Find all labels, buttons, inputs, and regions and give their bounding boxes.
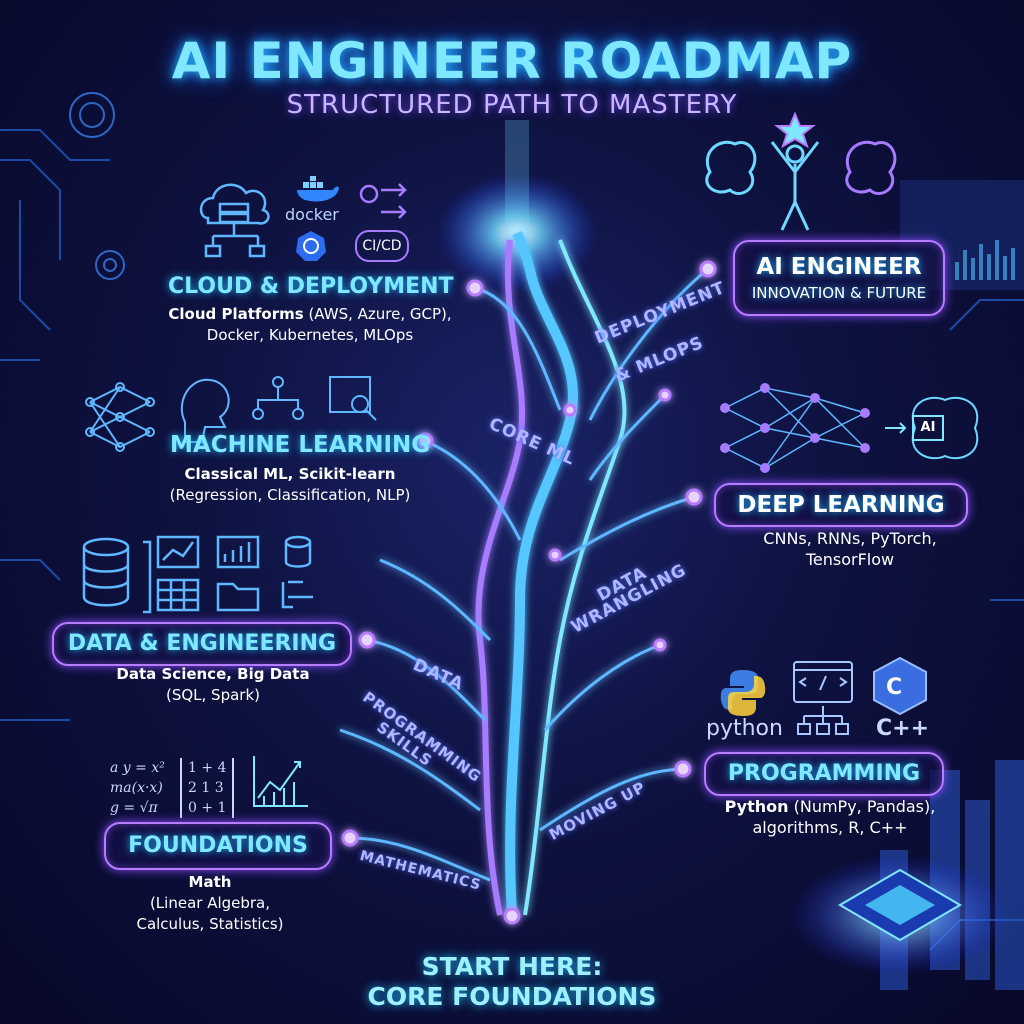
cpp-logo-icon: C — [873, 656, 927, 716]
math-formula-2: ma(x·x) — [110, 780, 163, 796]
path-nodes — [341, 260, 717, 925]
math-formula-3: g = √π — [110, 800, 158, 816]
math-formula-1: a y = x² — [110, 760, 165, 776]
matrix: 1 + 4 2 1 3 0 + 1 — [180, 758, 235, 818]
processor-chip-icon — [790, 855, 1010, 975]
stage-programming: PROGRAMMING — [704, 752, 944, 796]
stage-ai-engineer-title: AI ENGINEER — [756, 254, 922, 280]
summit-figure-icon — [705, 112, 897, 231]
docker-whale-icon — [297, 176, 339, 202]
stage-foundations-desc: Math (Linear Algebra, Calculus, Statisti… — [110, 872, 310, 935]
ai-chip-label: AI — [912, 415, 944, 441]
data-icons-row — [82, 535, 313, 614]
page-title: AI ENGINEER ROADMAP — [171, 32, 853, 90]
stage-dl-title: DEEP LEARNING — [737, 492, 945, 518]
data-bars — [955, 240, 1015, 280]
stage-cloud-line1-bold: Cloud Platforms — [168, 305, 304, 323]
start-here-line2: CORE FOUNDATIONS — [367, 982, 657, 1011]
stage-programming-desc: Python (NumPy, Pandas), algorithms, R, C… — [700, 796, 960, 838]
stage-cloud-line2: Docker, Kubernetes, MLOps — [206, 326, 414, 344]
ml-icons-row — [85, 376, 377, 452]
stage-dl: DEEP LEARNING — [714, 483, 968, 527]
python-logo-icon — [720, 670, 766, 716]
matrix-row-1: 1 + 4 — [188, 760, 227, 776]
page-subtitle: STRUCTURED PATH TO MASTERY — [286, 90, 738, 120]
math-formulas: a y = x² ma(x·x) g = √π — [110, 758, 165, 818]
stage-ml-line2: (Regression, Classification, NLP) — [169, 486, 411, 504]
start-here-line1: START HERE: — [421, 952, 603, 981]
stage-programming-line1-bold: Python — [724, 797, 789, 816]
stage-dl-line1: CNNs, RNNs, PyTorch, — [763, 529, 937, 548]
svg-text:C: C — [886, 675, 902, 700]
stage-data: DATA & ENGINEERING — [52, 622, 352, 666]
stage-programming-title: PROGRAMMING — [727, 761, 921, 786]
stage-data-line1: Data Science, Big Data — [116, 665, 310, 683]
stage-foundations-line3: Calculus, Statistics) — [136, 915, 284, 933]
branches — [339, 267, 709, 882]
stage-dl-line2: TensorFlow — [805, 550, 895, 569]
stage-cloud-desc: Cloud Platforms (AWS, Azure, GCP), Docke… — [150, 304, 470, 346]
stage-programming-line2: algorithms, R, C++ — [752, 818, 908, 837]
stage-ml-line1: Classical ML, Scikit-learn — [184, 465, 396, 483]
stage-foundations-title: FOUNDATIONS — [128, 833, 308, 858]
kubernetes-icon — [296, 231, 326, 261]
stage-foundations: FOUNDATIONS — [104, 822, 332, 870]
stage-dl-desc: CNNs, RNNs, PyTorch, TensorFlow — [730, 528, 970, 570]
cicd-badge: CI/CD — [355, 230, 409, 262]
stage-ml-title: MACHINE LEARNING — [170, 432, 431, 458]
stage-data-line2: (SQL, Spark) — [165, 686, 260, 704]
stage-ai-engineer-subtitle: INNOVATION & FUTURE — [751, 284, 927, 302]
cloud-server-icon — [199, 183, 270, 258]
neural-network-icon — [720, 383, 979, 473]
stage-foundations-line2: (Linear Algebra, — [149, 894, 271, 912]
stage-ai-engineer: AI ENGINEER INNOVATION & FUTURE — [733, 240, 945, 316]
pipeline-gear-icon — [359, 183, 407, 219]
python-label: python — [706, 716, 783, 741]
stage-programming-line1-rest: (NumPy, Pandas), — [788, 797, 936, 816]
start-here-cta: START HERE: CORE FOUNDATIONS — [0, 952, 1024, 1012]
stage-foundations-line1: Math — [188, 873, 232, 891]
docker-logo-label: docker — [285, 205, 339, 224]
matrix-row-2: 2 1 3 — [188, 780, 224, 796]
stage-data-title: DATA & ENGINEERING — [67, 631, 337, 656]
matrix-row-3: 0 + 1 — [188, 800, 227, 816]
circuit-ring-icon — [69, 92, 125, 280]
code-window-icon — [793, 661, 853, 735]
growth-chart-icon — [253, 756, 308, 807]
stage-cloud-title: CLOUD & DEPLOYMENT — [168, 274, 454, 299]
stage-data-desc: Data Science, Big Data (SQL, Spark) — [98, 664, 328, 706]
cpp-label: C++ — [876, 716, 930, 741]
main-path — [475, 231, 627, 916]
stage-ml-desc: Classical ML, Scikit-learn (Regression, … — [160, 464, 420, 506]
stage-cloud-line1-rest: (AWS, Azure, GCP), — [303, 305, 452, 323]
